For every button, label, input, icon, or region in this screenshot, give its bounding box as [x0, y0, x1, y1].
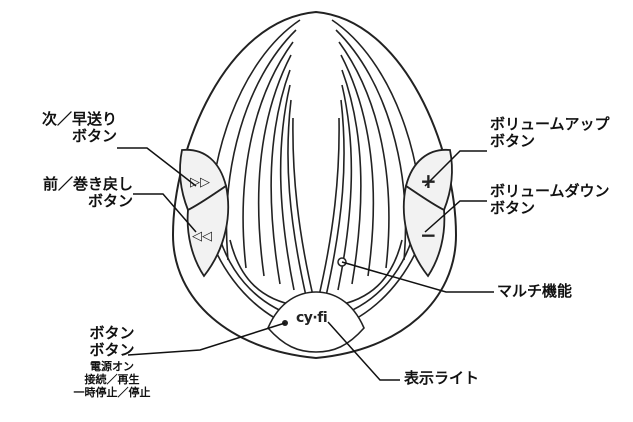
callout-multi-line1: マルチ機能	[497, 282, 573, 300]
plus-glyph: +	[420, 169, 437, 193]
callout-center-line3: 電源オン	[90, 359, 134, 373]
prev-icon: ◁◁	[192, 229, 212, 245]
brand-logo: cy·fi	[296, 310, 328, 326]
device-body	[171, 10, 458, 360]
callout-next-line2: ボタン	[71, 127, 117, 146]
leader-indicator	[327, 321, 400, 381]
callout-multi-function: マルチ機能	[497, 282, 573, 300]
plus-icon: +	[420, 170, 437, 193]
volume-down-button[interactable]	[402, 184, 446, 278]
next-icon: ▷▷	[190, 175, 210, 191]
leader-center-button	[127, 322, 286, 356]
prev-rewind-button[interactable]	[186, 184, 230, 278]
callout-volume-up: ボリュームアップ ボタン	[490, 115, 610, 151]
callout-volume-up-line2: ボタン	[490, 132, 536, 151]
callout-center-line2: ボタン	[89, 341, 135, 360]
callout-indicator-line1: 表示ライト	[404, 369, 480, 387]
callout-center-button: ボタン ボタン 電源オン 接続／再生 一時停止／停止	[52, 324, 172, 399]
callout-center-line4: 接続／再生	[84, 372, 140, 386]
brand-logo-text: cy·fi	[296, 310, 328, 326]
callout-next-line1: 次／早送り	[41, 110, 117, 128]
callout-volume-down-line1: ボリュームダウン	[490, 182, 610, 200]
center-button[interactable]	[267, 291, 365, 353]
leader-volume-down	[424, 200, 487, 233]
callout-center-line1: ボタン	[89, 324, 135, 342]
callout-center-line5: 一時停止／停止	[73, 385, 151, 399]
minus-glyph: −	[420, 223, 437, 247]
callout-prev: 前／巻き戻し ボタン	[0, 175, 133, 211]
leader-lines	[117, 147, 494, 381]
callout-volume-down-line2: ボタン	[490, 199, 536, 218]
callout-prev-line2: ボタン	[87, 192, 133, 211]
leader-volume-up	[424, 150, 487, 187]
minus-icon: −	[420, 224, 437, 247]
callout-volume-up-line1: ボリュームアップ	[490, 115, 610, 133]
leader-prev	[133, 193, 197, 233]
callout-volume-down: ボリュームダウン ボタン	[490, 182, 610, 218]
leader-next	[117, 147, 197, 187]
callout-prev-line1: 前／巻き戻し	[42, 175, 133, 193]
prev-glyph: ◁◁	[192, 229, 212, 244]
next-glyph: ▷▷	[190, 175, 210, 190]
callout-next: 次／早送り ボタン	[0, 110, 117, 146]
leader-multi	[341, 261, 494, 293]
callout-indicator-light: 表示ライト	[404, 369, 480, 387]
